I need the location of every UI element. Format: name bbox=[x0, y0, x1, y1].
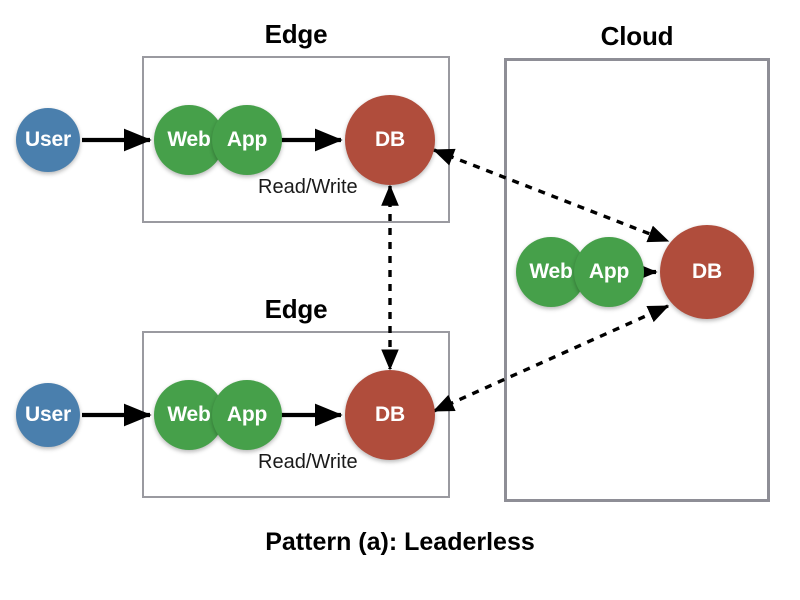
node-label-user-bottom: User bbox=[25, 403, 71, 426]
group-label-edge-bottom: Edge bbox=[264, 294, 328, 324]
node-app-cloud: App bbox=[574, 237, 644, 307]
node-label-db-top: DB bbox=[375, 128, 405, 151]
node-user-bottom: User bbox=[16, 383, 80, 447]
node-db-cloud: DB bbox=[660, 225, 754, 319]
node-app-top: App bbox=[212, 105, 282, 175]
edge-label-rw-bottom: Read/Write bbox=[258, 451, 358, 473]
node-user-top: User bbox=[16, 108, 80, 172]
node-app-bottom: App bbox=[212, 380, 282, 450]
group-label-edge-top: Edge bbox=[264, 19, 328, 49]
node-label-db-bottom: DB bbox=[375, 403, 405, 426]
node-db-top: DB bbox=[345, 95, 435, 185]
group-label-cloud: Cloud bbox=[600, 21, 674, 51]
node-label-user-top: User bbox=[25, 128, 71, 151]
node-label-app-bottom: App bbox=[226, 403, 268, 426]
node-label-app-top: App bbox=[226, 128, 268, 151]
edge-label-rw-top: Read/Write bbox=[258, 176, 358, 198]
node-label-web-cloud: Web bbox=[529, 260, 573, 283]
node-label-web-top: Web bbox=[167, 128, 211, 151]
node-label-app-cloud: App bbox=[588, 260, 630, 283]
node-label-db-cloud: DB bbox=[692, 260, 722, 283]
node-label-web-bottom: Web bbox=[167, 403, 211, 426]
diagram-caption: Pattern (a): Leaderless bbox=[265, 528, 535, 556]
node-db-bottom: DB bbox=[345, 370, 435, 460]
